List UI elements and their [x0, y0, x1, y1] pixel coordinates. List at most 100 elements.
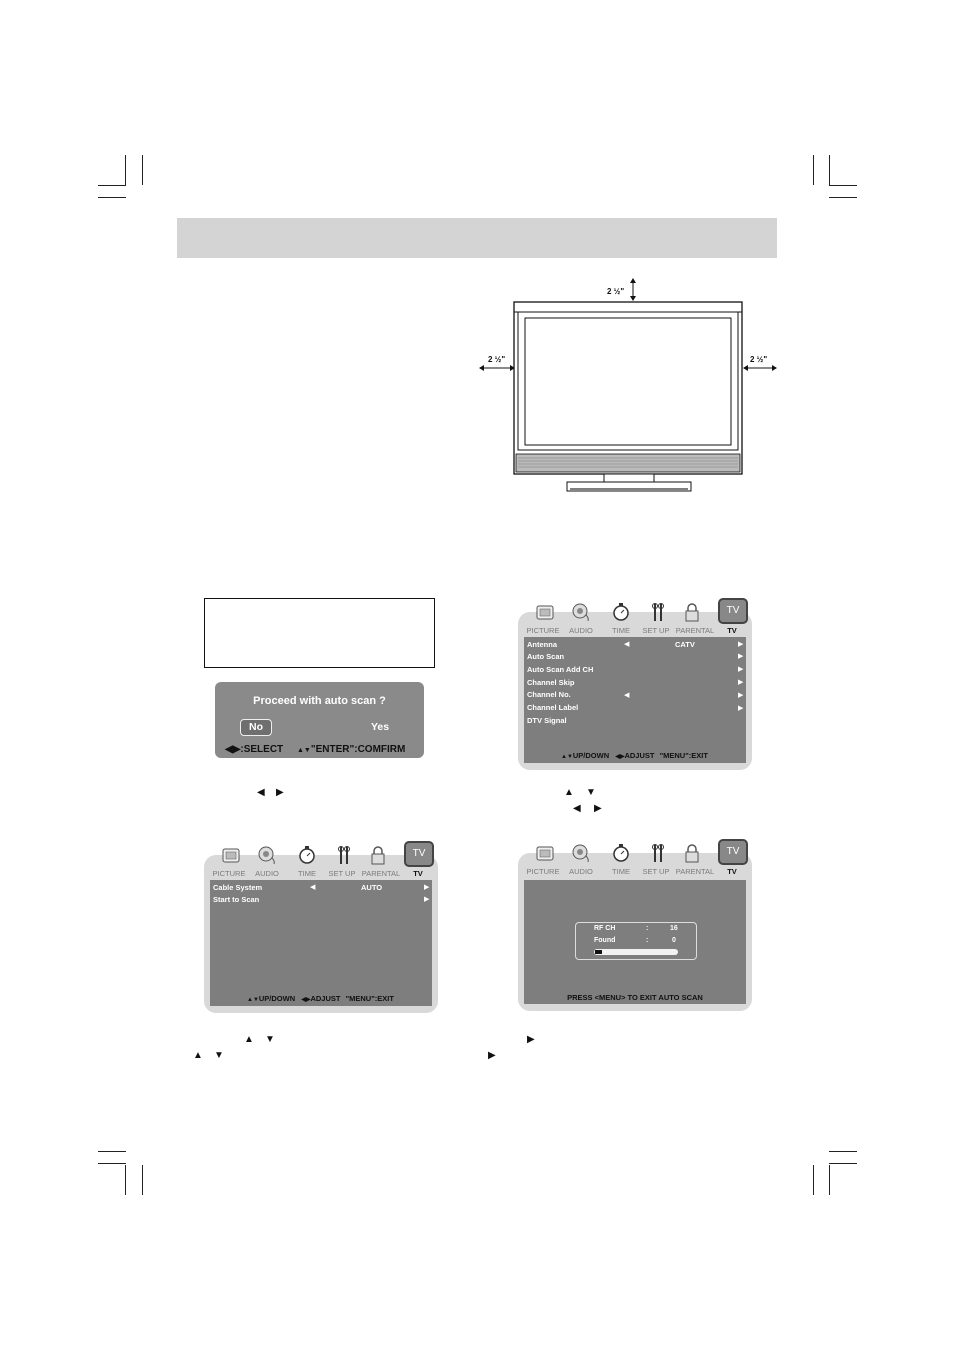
scan-footer-hint: PRESS <MENU> TO EXIT AUTO SCAN	[567, 993, 703, 1002]
menu-content: Cable System ◀ AUTO ▶ Start to Scan ▶ ▲▼…	[210, 880, 432, 1006]
timer-icon	[613, 844, 629, 862]
right-arrow-icon[interactable]: ▶	[738, 653, 744, 660]
up-arrow-icon: ▲	[244, 1034, 254, 1045]
picture-icon	[536, 605, 554, 620]
crop-mark	[98, 197, 126, 198]
left-arrow-icon: ◀	[573, 803, 581, 814]
tab-setup[interactable]: SET UP	[642, 867, 670, 876]
menu-item-auto-scan[interactable]: Auto Scan	[527, 652, 565, 661]
cable-system-value: AUTO	[361, 883, 383, 892]
left-right-arrows-icon: ◀▶	[301, 997, 311, 1003]
left-clearance-label: 2 ½"	[488, 355, 506, 364]
crop-mark	[125, 1165, 126, 1195]
menu-item-cable-system[interactable]: Cable System	[213, 883, 263, 892]
crop-mark	[829, 1163, 857, 1164]
tv-setup-menu: TV PICTURE AUDIO TIME SET UP PARENTAL TV…	[518, 598, 752, 770]
antenna-value: CATV	[675, 640, 695, 649]
menu-item-auto-scan-add-ch[interactable]: Auto Scan Add CH	[527, 665, 594, 674]
up-down-arrows-icon: ▲▼	[247, 997, 259, 1003]
left-arrow-icon: ◀	[257, 787, 265, 798]
top-clearance-label: 2 ½"	[607, 287, 625, 296]
right-arrow-icon[interactable]: ▶	[738, 679, 744, 686]
right-arrow-icon[interactable]: ▶	[738, 641, 744, 648]
up-down-arrows-icon: ▲▼	[561, 754, 573, 760]
left-arrow-icon[interactable]: ◀	[310, 884, 316, 891]
crop-mark	[98, 1151, 126, 1152]
tv-tab-icon: TV	[404, 841, 434, 867]
crop-mark	[829, 197, 857, 198]
crop-mark	[813, 1165, 814, 1195]
tab-tv[interactable]: TV	[727, 867, 737, 876]
footer-exit: "MENU":EXIT	[659, 751, 708, 760]
cable-system-menu: TV PICTURE AUDIO TIME SET UP PARENTAL TV…	[204, 841, 438, 1013]
setup-tools-icon	[338, 846, 350, 864]
menu-footer-hint: ▲▼UP/DOWN ◀▶ADJUST "MENU":EXIT	[561, 751, 708, 760]
tab-picture[interactable]: PICTURE	[526, 626, 560, 635]
crop-mark	[829, 1165, 830, 1195]
tab-picture[interactable]: PICTURE	[526, 867, 560, 876]
tab-parental[interactable]: PARENTAL	[361, 869, 401, 878]
tab-time[interactable]: TIME	[612, 867, 630, 876]
select-hint-text: :SELECT	[240, 744, 284, 755]
auto-scan-progress-menu: TV PICTURE AUDIO TIME SET UP PARENTAL TV…	[518, 839, 752, 1011]
setup-tools-icon	[652, 844, 664, 862]
footer-updown: UP/DOWN	[572, 751, 610, 760]
audio-icon	[572, 844, 589, 863]
right-arrow-icon[interactable]: ▶	[738, 692, 744, 699]
left-arrow-icon[interactable]: ◀	[624, 641, 630, 648]
left-right-arrows-icon: ◀▶	[615, 754, 625, 760]
tab-parental[interactable]: PARENTAL	[675, 867, 715, 876]
tab-parental[interactable]: PARENTAL	[675, 626, 715, 635]
rf-ch-label: RF CH	[594, 925, 616, 932]
right-arrow-icon[interactable]: ▶	[738, 705, 744, 712]
section-header-bar	[177, 218, 777, 258]
timer-icon	[299, 846, 315, 864]
scan-progress-fill	[595, 950, 602, 954]
right-arrow-icon[interactable]: ▶	[424, 896, 430, 903]
tv-tab-icon: TV	[718, 598, 748, 624]
up-arrow-icon: ▲	[193, 1050, 203, 1061]
tab-audio[interactable]: AUDIO	[569, 867, 593, 876]
menu-item-dtv-signal[interactable]: DTV Signal	[527, 716, 567, 725]
menu-item-antenna[interactable]: Antenna	[527, 640, 557, 649]
left-arrow-icon[interactable]: ◀	[624, 692, 630, 699]
menu-content: RF CH : 16 Found : 0 PRESS <MENU> TO EXI…	[524, 880, 746, 1004]
tab-audio[interactable]: AUDIO	[255, 869, 279, 878]
found-label: Found	[594, 937, 616, 944]
tab-setup[interactable]: SET UP	[642, 626, 670, 635]
tv-tab-icon: TV	[718, 839, 748, 865]
tab-time[interactable]: TIME	[612, 626, 630, 635]
right-arrow-icon: ▶	[594, 803, 602, 814]
no-button[interactable]: No	[240, 719, 272, 736]
rf-ch-value: 16	[670, 925, 678, 932]
right-clearance-label: 2 ½"	[750, 355, 768, 364]
menu-content: Antenna ◀ CATV ▶ Auto Scan ▶ Auto Scan A…	[524, 637, 746, 763]
tv-clearance-diagram	[479, 278, 777, 492]
crop-mark	[829, 185, 857, 186]
tab-tv[interactable]: TV	[413, 869, 423, 878]
found-separator: :	[646, 937, 649, 944]
scan-progress-bar	[594, 949, 678, 955]
yes-button[interactable]: Yes	[370, 721, 390, 733]
crop-mark	[829, 155, 830, 185]
tab-setup[interactable]: SET UP	[328, 869, 356, 878]
menu-item-channel-skip[interactable]: Channel Skip	[527, 678, 575, 687]
rf-ch-separator: :	[646, 925, 649, 932]
tab-tv[interactable]: TV	[727, 626, 737, 635]
menu-item-start-to-scan[interactable]: Start to Scan	[213, 895, 260, 904]
confirm-hint: ▲▼"ENTER":COMFIRM	[297, 744, 405, 755]
tab-picture[interactable]: PICTURE	[212, 869, 246, 878]
tab-time[interactable]: TIME	[298, 869, 316, 878]
note-box	[204, 598, 435, 668]
footer-adjust: ADJUST	[310, 994, 341, 1003]
audio-icon	[572, 603, 589, 622]
right-arrow-icon: ▶	[488, 1050, 496, 1061]
right-arrow-icon[interactable]: ▶	[738, 666, 744, 673]
crop-mark	[142, 155, 143, 185]
lock-icon	[685, 844, 699, 863]
tab-audio[interactable]: AUDIO	[569, 626, 593, 635]
menu-item-channel-no[interactable]: Channel No.	[527, 690, 571, 699]
right-arrow-icon[interactable]: ▶	[424, 884, 430, 891]
scan-status-box: RF CH : 16 Found : 0	[575, 922, 697, 960]
menu-item-channel-label[interactable]: Channel Label	[527, 703, 579, 712]
